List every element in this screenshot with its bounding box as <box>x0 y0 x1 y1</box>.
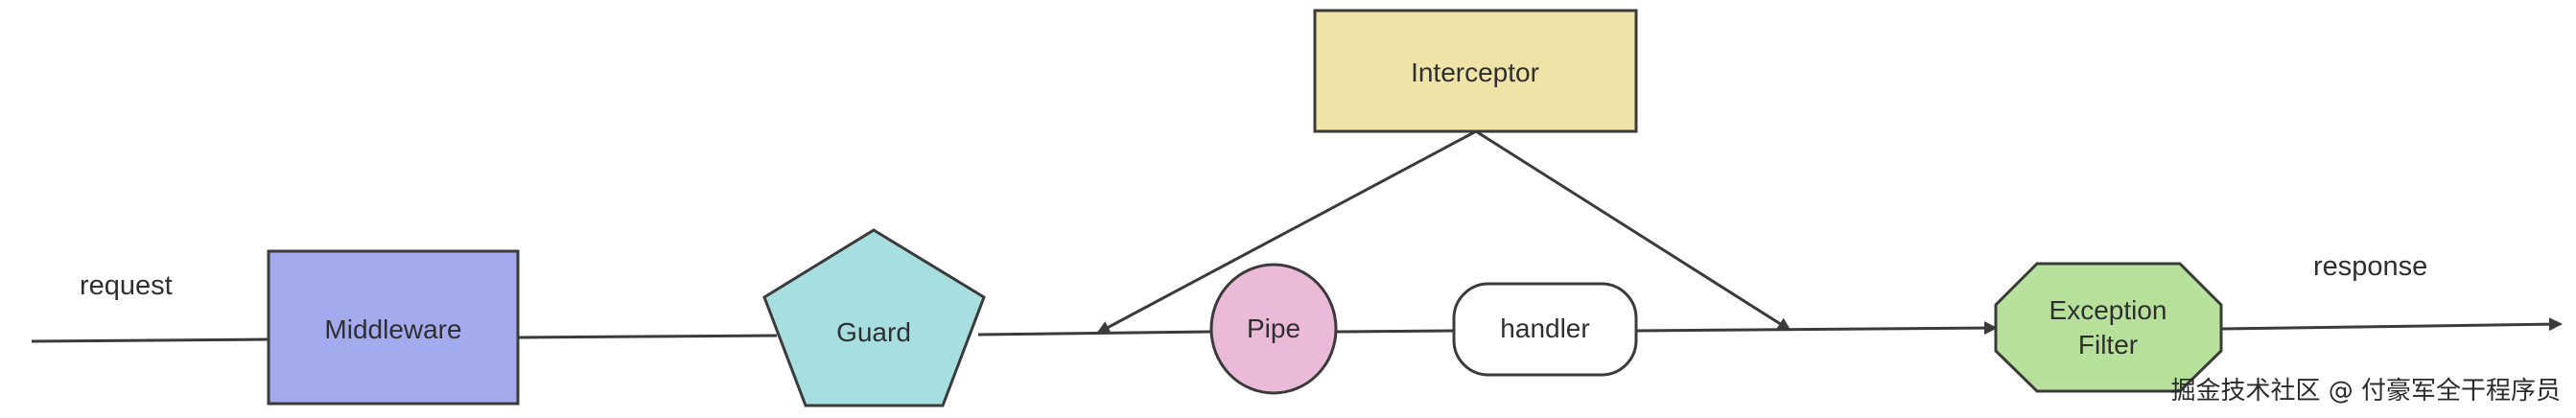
watermark: 掘金技术社区 @ 付豪军全干程序员 <box>2170 377 2561 406</box>
pipe-to-handler-line <box>1335 329 1455 334</box>
guard-label: Guard <box>836 317 911 347</box>
guard-to-pipe-line <box>977 330 1211 337</box>
pipe-label: Pipe <box>1247 314 1300 343</box>
interceptor-after-arrow <box>1475 129 1791 332</box>
middleware-node: Middleware <box>267 249 520 406</box>
exception-filter-label-line1: Exception <box>2049 295 2167 325</box>
pipe-node: Pipe <box>1209 263 1338 395</box>
request-line <box>31 337 269 343</box>
interceptor-before-arrow <box>1096 129 1477 335</box>
exception-filter-node: Exception Filter <box>1994 262 2223 393</box>
interceptor-node: Interceptor <box>1313 9 1638 133</box>
handler-label: handler <box>1500 314 1589 343</box>
guard-node: Guard <box>762 228 986 407</box>
interceptor-label: Interceptor <box>1411 58 1539 87</box>
handler-to-exception-filter-arrow <box>1635 321 1998 336</box>
handler-node: handler <box>1452 282 1638 377</box>
exception-filter-label-line2: Filter <box>2078 330 2138 360</box>
request-label: request <box>80 270 173 301</box>
response-label: response <box>2313 251 2427 282</box>
middleware-label: Middleware <box>324 314 461 344</box>
response-arrow <box>2220 317 2563 332</box>
middleware-to-guard-line <box>517 334 778 339</box>
